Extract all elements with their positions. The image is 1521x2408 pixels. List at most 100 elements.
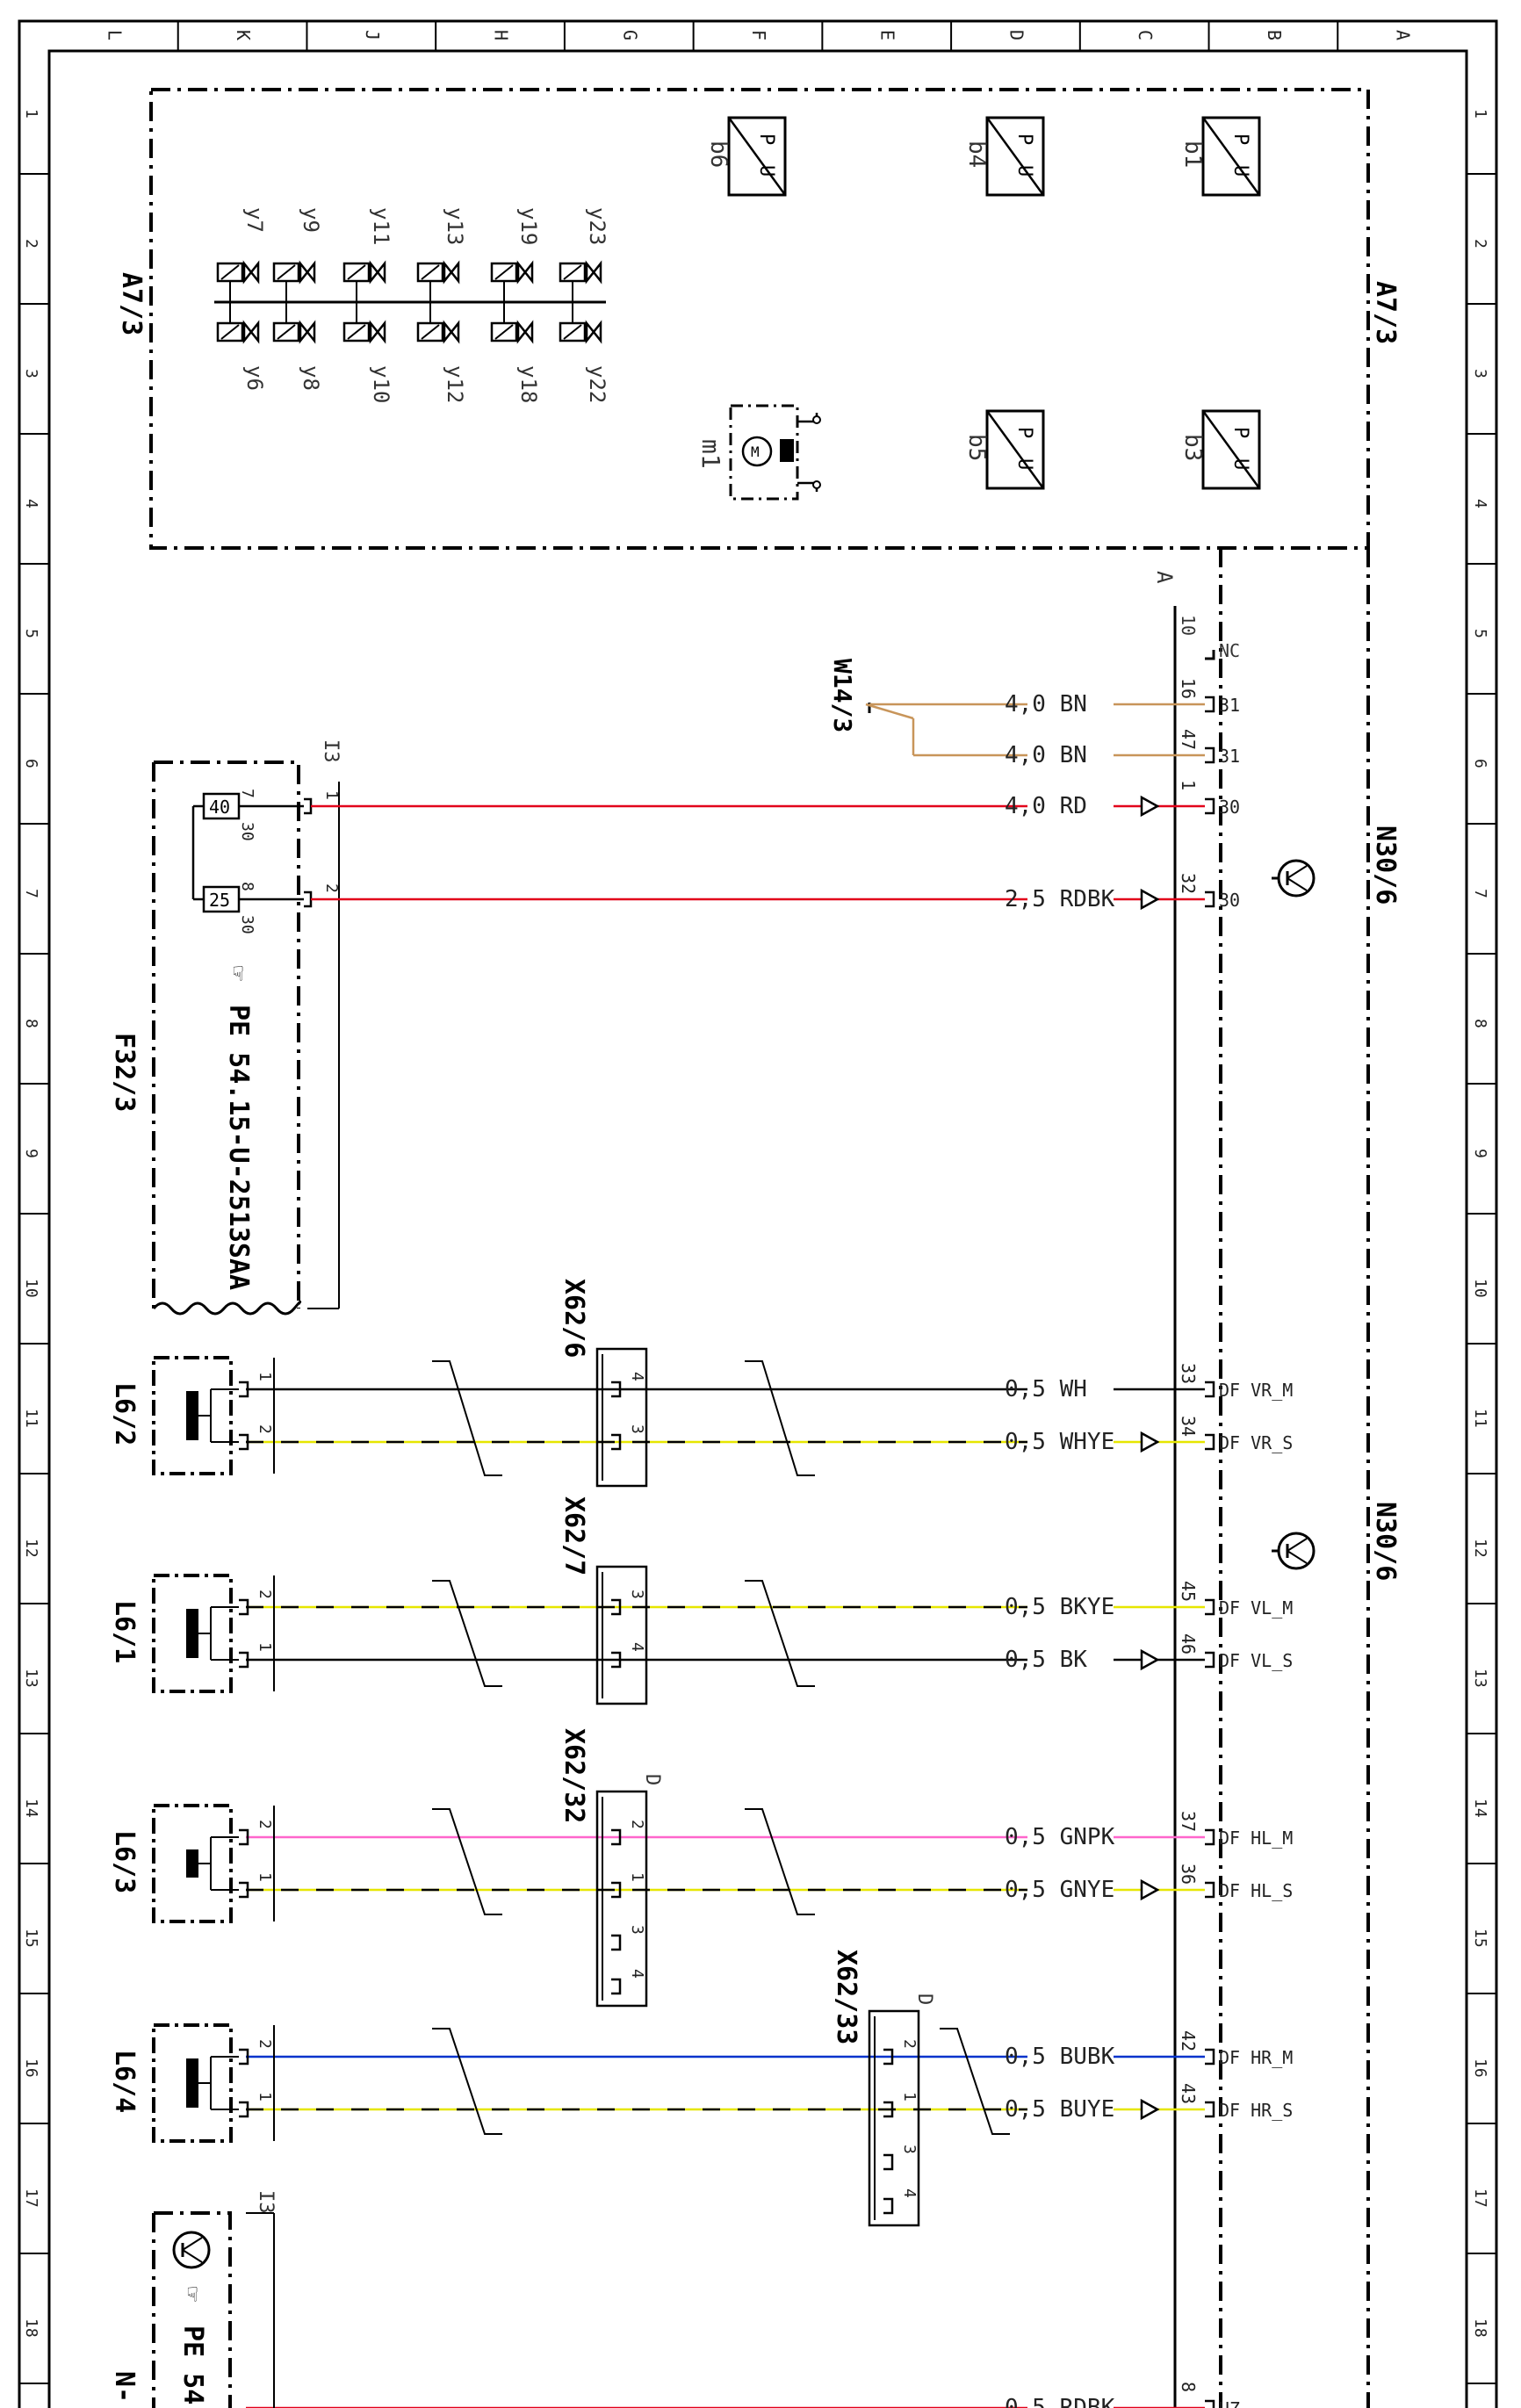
row-label: 7	[1471, 889, 1489, 898]
connector-pin-number: 2	[628, 1820, 646, 1829]
connector-pin-socket	[611, 1598, 622, 1616]
valve-label: y22	[585, 365, 609, 403]
wire-label: 0,5 GNYE	[1005, 1877, 1114, 1903]
wire-pin: 8	[1178, 2382, 1199, 2392]
wire-arrow	[1140, 888, 1160, 911]
valve-slash	[347, 324, 366, 340]
valve-symbol	[443, 260, 460, 285]
f323-label: F32/3	[109, 1033, 140, 1112]
sensor-housing	[152, 1804, 233, 1923]
connector-label: X62/6	[559, 1279, 589, 1358]
a73-enclosure: A7/3 A7/3	[116, 88, 1401, 550]
sensor-diagonal	[985, 410, 1045, 489]
sensor-diagonal	[985, 117, 1045, 196]
wire-pin: 45	[1178, 1581, 1199, 1602]
sensor-pu-p: P	[1229, 427, 1251, 438]
wire-8: 0,5 RDBK8UZ	[246, 2382, 1240, 2408]
connector-label: X62/32	[559, 1728, 589, 1823]
sensor-pin-number: 1	[256, 1872, 274, 1882]
connector-pin-number: 3	[628, 1925, 646, 1935]
valve-slash	[220, 324, 240, 340]
wire-break-mark	[745, 1580, 815, 1687]
sensor-coil-icon	[186, 1849, 198, 1878]
wire-socket	[1205, 797, 1215, 815]
column-label: L	[104, 30, 125, 40]
connector-plug: D	[641, 1774, 663, 1785]
row-label: 5	[1471, 629, 1489, 638]
wire-pin: 32	[1178, 873, 1199, 894]
connector-body	[595, 1790, 648, 2008]
sensor-box	[985, 409, 1045, 490]
connector-body	[595, 1565, 648, 1705]
sensor-label: b3	[1179, 434, 1206, 461]
valve-symbol	[369, 260, 386, 285]
wire-pin: 33	[1178, 1363, 1199, 1384]
sensor-diagonal	[1201, 410, 1261, 489]
row-label: 12	[1471, 1539, 1489, 1558]
wire-label: 0,5 WHYE	[1005, 1429, 1114, 1455]
valve-label: y11	[369, 207, 393, 245]
sensor-label: b5	[963, 434, 990, 461]
column-label: B	[1264, 30, 1285, 40]
connector-pin-number: 3	[628, 1590, 646, 1599]
wire-label: 4,0 BN	[1005, 742, 1087, 768]
connector-label: X62/7	[559, 1496, 589, 1575]
wire-label: 0,5 GNPK	[1005, 1824, 1115, 1850]
sensor-pu-u: U	[755, 165, 777, 177]
valve-slash	[421, 324, 440, 340]
sensor-pin-number: 2	[256, 1820, 274, 1829]
valve-y8	[272, 302, 316, 344]
row-label: 11	[22, 1409, 40, 1428]
connector-pin-socket	[611, 1433, 622, 1451]
row-label: 11	[1471, 1409, 1489, 1428]
row-label: 1	[1471, 109, 1489, 119]
row-label: 9	[22, 1149, 40, 1158]
row-label: 8	[1471, 1019, 1489, 1028]
sensor-label: b1	[1179, 141, 1206, 168]
sensor-pin-socket	[239, 1433, 249, 1451]
wire-pin: 47	[1178, 729, 1199, 750]
f323-ref: PE 54.15-U-2513SAA	[223, 1005, 254, 1290]
wire-pin: 1	[1178, 780, 1199, 790]
sensor-coil-icon	[186, 1609, 198, 1658]
row-label: 6	[22, 759, 40, 768]
column-label: H	[491, 30, 512, 40]
valve-y22	[559, 302, 602, 344]
wire-term: 31	[1219, 746, 1240, 767]
wire-label: 4,0 RD	[1005, 793, 1087, 819]
row-label: 4	[22, 499, 40, 508]
valve-symbol	[443, 320, 460, 344]
transistor-icon-1	[1272, 859, 1316, 898]
sensor-box	[1201, 409, 1261, 490]
wire-term: DF VR_M	[1219, 1380, 1293, 1401]
row-label: 2	[22, 239, 40, 249]
fuse-value: 25	[209, 890, 230, 911]
w143-label: W14/3	[828, 659, 857, 732]
sensor-label: L6/1	[109, 1600, 140, 1663]
valve-symbol	[299, 260, 316, 285]
wire-label: 4,0 BN	[1005, 691, 1087, 717]
wire-term: 31	[1219, 695, 1240, 716]
sensor-housing	[152, 2023, 233, 2143]
wire-arrow	[1140, 795, 1160, 818]
row-label: 13	[1471, 1669, 1489, 1688]
bottom-plug-label: I3	[255, 2190, 277, 2214]
connector-pin-socket	[611, 1934, 622, 1951]
connector-pin-number: 1	[900, 2092, 919, 2102]
wire-arrow	[1140, 1878, 1160, 1901]
wire-label: 0,5 RDBK	[1005, 2395, 1115, 2408]
connector-plug: D	[913, 1993, 935, 2005]
